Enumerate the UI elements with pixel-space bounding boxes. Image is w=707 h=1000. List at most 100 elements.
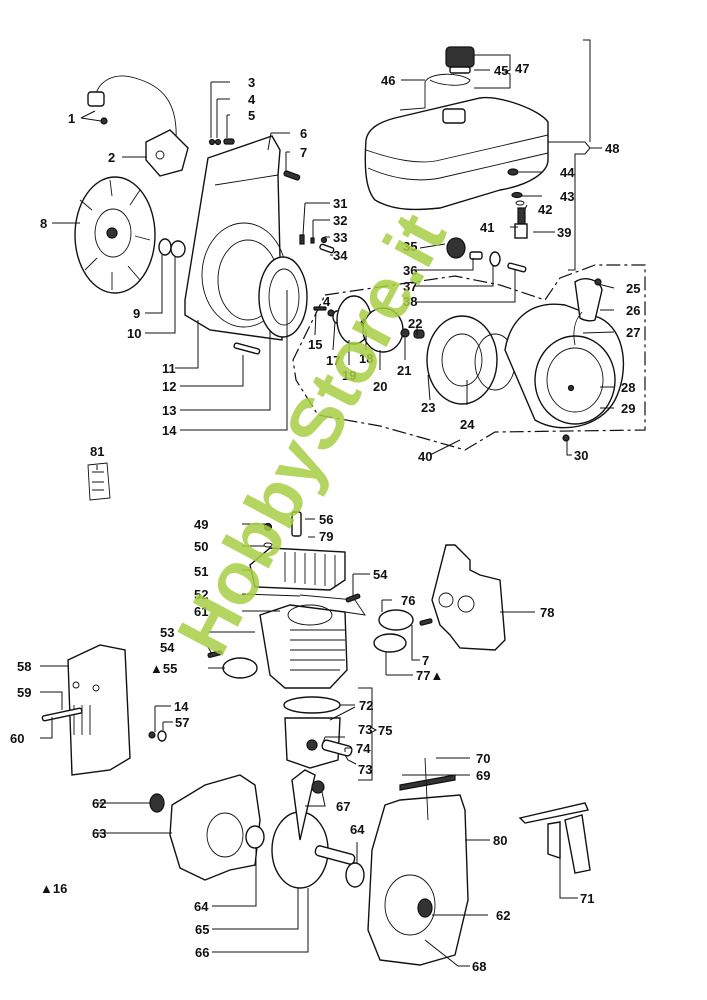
bolt-54-b bbox=[345, 593, 361, 603]
crankcase-right bbox=[367, 757, 469, 966]
callout-29: 29 bbox=[621, 401, 635, 416]
callout-20: 20 bbox=[373, 379, 387, 394]
callout-42: 42 bbox=[538, 202, 552, 217]
callout-23: 23 bbox=[421, 400, 435, 415]
callout-39: 39 bbox=[557, 225, 571, 240]
fuel-tank bbox=[364, 96, 549, 211]
callout-6: 6 bbox=[300, 126, 307, 141]
callout-4-starter: 4 bbox=[323, 294, 331, 309]
callout-10: 10 bbox=[127, 326, 141, 341]
screw-7 bbox=[419, 618, 433, 626]
callout-73-b: 73 bbox=[358, 762, 372, 777]
spark-plug-cap bbox=[87, 75, 177, 141]
ignition-coil bbox=[145, 129, 189, 177]
callout-8: 8 bbox=[40, 216, 47, 231]
callout-59: 59 bbox=[17, 685, 31, 700]
callout-15: 15 bbox=[308, 337, 322, 352]
callout-labels: 1 2 3 4 5 6 7 8 9 10 11 12 13 14 4 15 17… bbox=[10, 61, 640, 974]
callout-78: 78 bbox=[540, 605, 554, 620]
callout-71: 71 bbox=[580, 891, 594, 906]
flywheel-washer-nut bbox=[158, 238, 186, 258]
bearing-64-left bbox=[245, 825, 265, 849]
washer-50 bbox=[263, 542, 273, 548]
fan-housing bbox=[184, 135, 308, 341]
callout-73: 73 bbox=[358, 722, 372, 737]
callout-36: 36 bbox=[403, 263, 417, 278]
callout-70: 70 bbox=[476, 751, 490, 766]
bolt-54 bbox=[207, 649, 223, 659]
callout-56: 56 bbox=[319, 512, 333, 527]
callout-57: 57 bbox=[175, 715, 189, 730]
intake-manifold-76 bbox=[378, 609, 414, 631]
callout-33: 33 bbox=[333, 230, 347, 245]
callout-27: 27 bbox=[626, 325, 640, 340]
bolt-7 bbox=[283, 170, 301, 181]
callout-72: 72 bbox=[359, 698, 373, 713]
callout-31: 31 bbox=[333, 196, 347, 211]
callout-69: 69 bbox=[476, 768, 490, 783]
callout-43: 43 bbox=[560, 189, 574, 204]
gasket-43 bbox=[511, 191, 523, 199]
callout-37: 37 bbox=[403, 279, 417, 294]
callout-49: 49 bbox=[194, 517, 208, 532]
callout-46: 46 bbox=[381, 73, 395, 88]
callout-38: 38 bbox=[403, 294, 417, 309]
callout-26: 26 bbox=[626, 303, 640, 318]
starter-pulley bbox=[426, 315, 516, 405]
callout-67: 67 bbox=[336, 799, 350, 814]
callout-25: 25 bbox=[626, 281, 640, 296]
callout-81: 81 bbox=[90, 444, 104, 459]
callout-1: 1 bbox=[68, 111, 75, 126]
callout-7: 7 bbox=[300, 145, 307, 160]
intake-gasket-77 bbox=[373, 633, 407, 653]
oil-seal-62 bbox=[149, 793, 165, 813]
callout-51: 51 bbox=[194, 564, 208, 579]
callout-54-b: 54 bbox=[373, 567, 388, 582]
callout-45: 45 bbox=[494, 63, 508, 78]
callout-18: 18 bbox=[359, 351, 373, 366]
callout-55: ▲55 bbox=[150, 661, 177, 676]
washer-57 bbox=[157, 730, 167, 742]
callout-60: 60 bbox=[10, 731, 24, 746]
callout-64-b: 64 bbox=[350, 822, 365, 837]
callout-79: 79 bbox=[319, 529, 333, 544]
fuel-hose-inner bbox=[554, 207, 568, 263]
callout-19: 19 bbox=[342, 368, 356, 383]
crankcase-left bbox=[169, 774, 261, 881]
callout-14: 14 bbox=[162, 423, 177, 438]
callout-52: 52 bbox=[194, 587, 208, 602]
muffler bbox=[67, 644, 131, 776]
flywheel bbox=[74, 176, 156, 294]
callout-61: 61 bbox=[194, 604, 208, 619]
callout-30: 30 bbox=[574, 448, 588, 463]
callout-74: 74 bbox=[356, 741, 371, 756]
starter-handle bbox=[573, 278, 603, 346]
starter-group-outline bbox=[292, 264, 646, 451]
bearing-64-right bbox=[345, 862, 365, 888]
callout-21: 21 bbox=[397, 363, 411, 378]
callout-80: 80 bbox=[493, 833, 507, 848]
cylinder bbox=[259, 604, 348, 689]
piston bbox=[283, 696, 353, 769]
screws-3-4-5 bbox=[208, 138, 235, 146]
callout-13: 13 bbox=[162, 403, 176, 418]
callout-16: ▲16 bbox=[40, 881, 67, 896]
callout-44: 44 bbox=[560, 165, 575, 180]
starter-housing bbox=[504, 303, 625, 429]
spark-plug bbox=[291, 511, 302, 537]
bracket-71 bbox=[518, 802, 591, 874]
callout-4: 4 bbox=[248, 92, 256, 107]
callout-2: 2 bbox=[108, 150, 115, 165]
callout-58: 58 bbox=[17, 659, 31, 674]
callout-47: 47 bbox=[515, 61, 529, 76]
callout-48: 48 bbox=[605, 141, 619, 156]
callout-32: 32 bbox=[333, 213, 347, 228]
callout-65: 65 bbox=[195, 922, 209, 937]
mount-parts-35-38 bbox=[446, 237, 527, 273]
gasket-52 bbox=[299, 594, 366, 616]
callout-76: 76 bbox=[401, 593, 415, 608]
carburettor bbox=[431, 544, 506, 651]
callout-17: 17 bbox=[326, 353, 340, 368]
bearing-67 bbox=[311, 780, 325, 794]
